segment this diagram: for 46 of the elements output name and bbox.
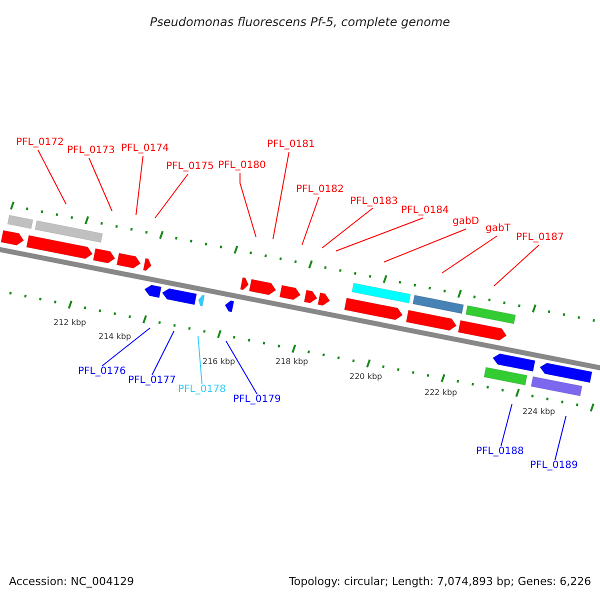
scale-label: 218 kbp	[276, 358, 308, 366]
gene-label: PFL_0182	[296, 185, 344, 195]
leader-line	[38, 150, 66, 204]
leader-line	[154, 174, 188, 218]
scale-label: 216 kbp	[202, 358, 236, 366]
gene-label: PFL_0181	[267, 140, 315, 150]
gene-label: PFL_0175	[166, 162, 214, 172]
leader-line	[152, 330, 174, 376]
gene-label: PFL_0183	[350, 197, 398, 207]
leader-line	[240, 172, 256, 238]
leader-line	[554, 416, 566, 460]
gene-label: PFL_0180	[218, 161, 266, 171]
leader-line	[442, 236, 498, 274]
scale-label: 222 kbp	[424, 389, 458, 397]
accession-text: Accession: NC_004129	[9, 576, 134, 586]
leader-line	[272, 152, 290, 240]
gene-label: PFL_0174	[121, 144, 169, 154]
leader-line	[494, 244, 540, 286]
gene-label: PFL_0177	[128, 376, 176, 386]
leader-line	[226, 340, 258, 394]
gene-label: PFL_0187	[516, 233, 564, 243]
gene-label: PFL_0172	[16, 138, 64, 148]
leader-line	[198, 336, 202, 384]
scale-label: 214 kbp	[98, 333, 132, 341]
gene-label: PFL_0184	[401, 206, 449, 216]
leader-line	[322, 208, 374, 248]
leader-line	[336, 218, 424, 252]
gene-label: PFL_0179	[233, 395, 281, 405]
gene-label: PFL_0176	[78, 367, 126, 377]
diagram-title: Pseudomonas fluorescens Pf-5, complete genome	[150, 15, 450, 29]
leader-line	[88, 158, 112, 212]
gene-label: PFL_0178	[178, 385, 226, 395]
scale-label: 212 kbp	[54, 319, 86, 327]
gene-label: PFL_0173	[67, 146, 115, 156]
leader-line	[500, 404, 512, 446]
leader-line	[102, 328, 150, 366]
leader-line	[136, 156, 144, 216]
gene-label: gabT	[486, 224, 510, 234]
genome-info-text: Topology: circular; Length: 7,074,893 bp; Genes: 6,226	[289, 576, 592, 586]
scale-label: 220 kbp	[350, 373, 382, 381]
scale-label: 224 kbp	[522, 408, 556, 416]
gene-label: PFL_0189	[530, 461, 578, 471]
leader-line	[302, 196, 320, 246]
gene-label: gabD	[452, 217, 480, 227]
gene-label: PFL_0188	[476, 447, 524, 457]
leader-line	[384, 228, 466, 262]
